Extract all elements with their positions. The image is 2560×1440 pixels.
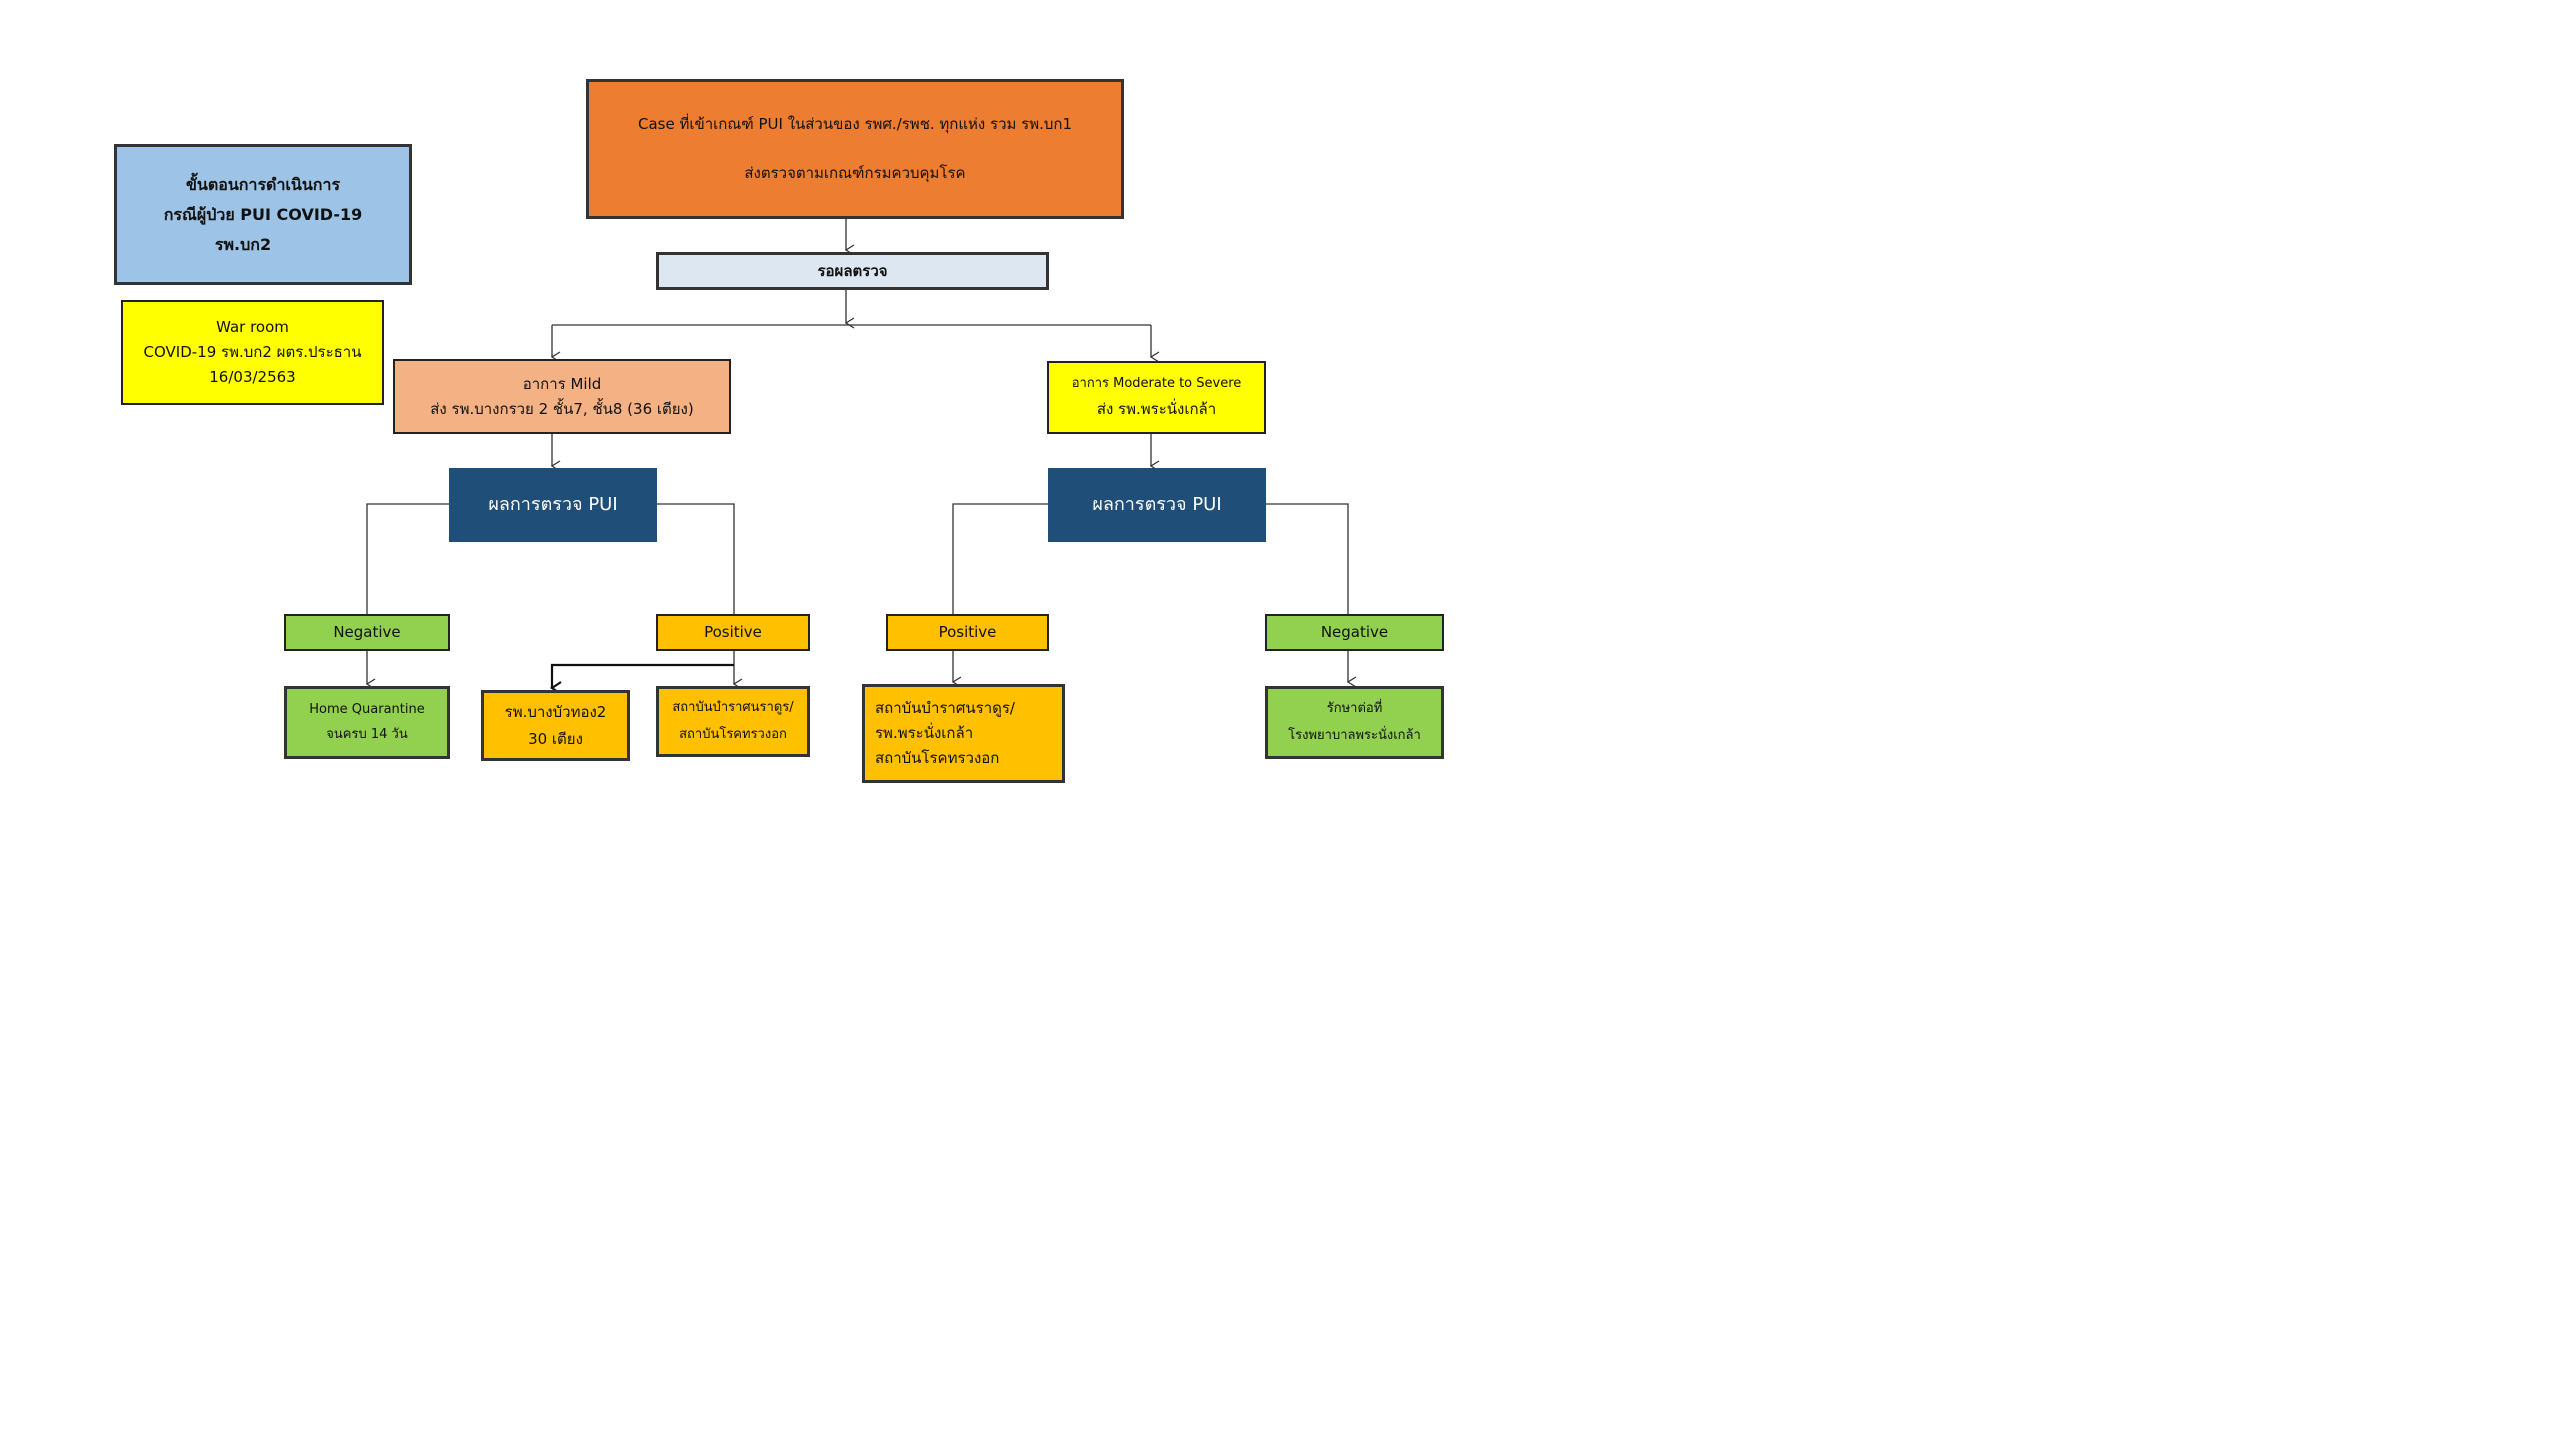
case-box: Case ที่เข้าเกณฑ์ PUI ในส่วนของ รพศ./รพช… bbox=[586, 79, 1124, 219]
bangbuathong-line-1: รพ.บางบัวทอง2 bbox=[504, 702, 607, 721]
severe-line-1: อาการ Moderate to Severe bbox=[1071, 376, 1242, 391]
positive-box-left: Positive bbox=[656, 614, 810, 651]
positive-left-label: Positive bbox=[704, 623, 762, 642]
title-box: ขั้นตอนการดำเนินการ กรณีผู้ป่วย PUI COVI… bbox=[114, 144, 412, 285]
treat-continue-box: รักษาต่อที่ โรงพยาบาลพระนั่งเกล้า bbox=[1265, 686, 1444, 759]
treat-continue-line-1: รักษาต่อที่ bbox=[1326, 701, 1383, 717]
institute-right-box: สถาบันบำราศนราดูร/ รพ.พระนั่งเกล้า สถาบั… bbox=[862, 684, 1065, 783]
positive-box-right: Positive bbox=[886, 614, 1049, 651]
title-line-1: ขั้นตอนการดำเนินการ bbox=[185, 174, 341, 194]
title-line-2: กรณีผู้ป่วย PUI COVID-19 bbox=[163, 204, 363, 224]
case-line-2: ส่งตรวจตามเกณฑ์กรมควบคุมโรค bbox=[744, 164, 966, 182]
war-room-line-3: 16/03/2563 bbox=[209, 367, 296, 386]
negative-box-right: Negative bbox=[1265, 614, 1444, 651]
arrow-positive-to-bangbuathong bbox=[550, 663, 734, 695]
mild-line-1: อาการ Mild bbox=[522, 374, 602, 393]
war-room-line-1: War room bbox=[216, 318, 289, 337]
line-result-left-to-negative bbox=[366, 503, 449, 614]
result-left-label: ผลการตรวจ PUI bbox=[488, 493, 618, 515]
wait-results-box: รอผลตรวจ bbox=[656, 252, 1049, 290]
bangbuathong-box: รพ.บางบัวทอง2 30 เตียง bbox=[481, 690, 630, 761]
title-line-3: รพ.บก2 bbox=[214, 234, 272, 254]
institute-left-box: สถาบันบำราศนราดูร/ สถาบันโรคทรวงอก bbox=[656, 686, 810, 757]
negative-box-left: Negative bbox=[284, 614, 450, 651]
treat-continue-line-2: โรงพยาบาลพระนั่งเกล้า bbox=[1288, 727, 1421, 743]
institute-left-line-2: สถาบันโรคทรวงอก bbox=[679, 726, 787, 742]
wait-results-label: รอผลตรวจ bbox=[817, 261, 888, 280]
war-room-line-2: COVID-19 รพ.บก2 ผตร.ประธาน bbox=[143, 343, 362, 362]
home-quarantine-box: Home Quarantine จนครบ 14 วัน bbox=[284, 686, 450, 759]
result-right-label: ผลการตรวจ PUI bbox=[1092, 493, 1222, 515]
mild-symptoms-box: อาการ Mild ส่ง รพ.บางกรวย 2 ชั้น7, ชั้น8… bbox=[393, 359, 731, 434]
negative-left-label: Negative bbox=[333, 623, 401, 642]
bangbuathong-line-2: 30 เตียง bbox=[528, 729, 583, 748]
institute-right-line-2: รพ.พระนั่งเกล้า bbox=[875, 724, 974, 743]
result-box-left: ผลการตรวจ PUI bbox=[449, 468, 657, 542]
line-result-right-to-negative bbox=[1266, 503, 1349, 614]
institute-left-line-1: สถาบันบำราศนราดูร/ bbox=[672, 700, 794, 716]
mild-line-2: ส่ง รพ.บางกรวย 2 ชั้น7, ชั้น8 (36 เตียง) bbox=[430, 399, 694, 418]
war-room-box: War room COVID-19 รพ.บก2 ผตร.ประธาน 16/0… bbox=[121, 300, 384, 405]
negative-right-label: Negative bbox=[1320, 623, 1389, 642]
home-quarantine-line-2: จนครบ 14 วัน bbox=[326, 726, 408, 742]
line-result-left-to-positive bbox=[657, 503, 735, 614]
home-quarantine-line-1: Home Quarantine bbox=[309, 702, 425, 718]
institute-right-line-3: สถาบันโรคทรวงอก bbox=[875, 748, 1000, 767]
severe-line-2: ส่ง รพ.พระนั่งเกล้า bbox=[1096, 400, 1217, 419]
institute-right-line-1: สถาบันบำราศนราดูร/ bbox=[875, 699, 1015, 718]
case-line-1: Case ที่เข้าเกณฑ์ PUI ในส่วนของ รพศ./รพช… bbox=[637, 115, 1073, 134]
line-result-right-to-positive bbox=[952, 503, 1048, 614]
result-box-right: ผลการตรวจ PUI bbox=[1048, 468, 1266, 542]
connector-layer bbox=[365, 219, 1357, 695]
positive-right-label: Positive bbox=[938, 623, 997, 642]
severe-symptoms-box: อาการ Moderate to Severe ส่ง รพ.พระนั่งเ… bbox=[1047, 361, 1266, 434]
